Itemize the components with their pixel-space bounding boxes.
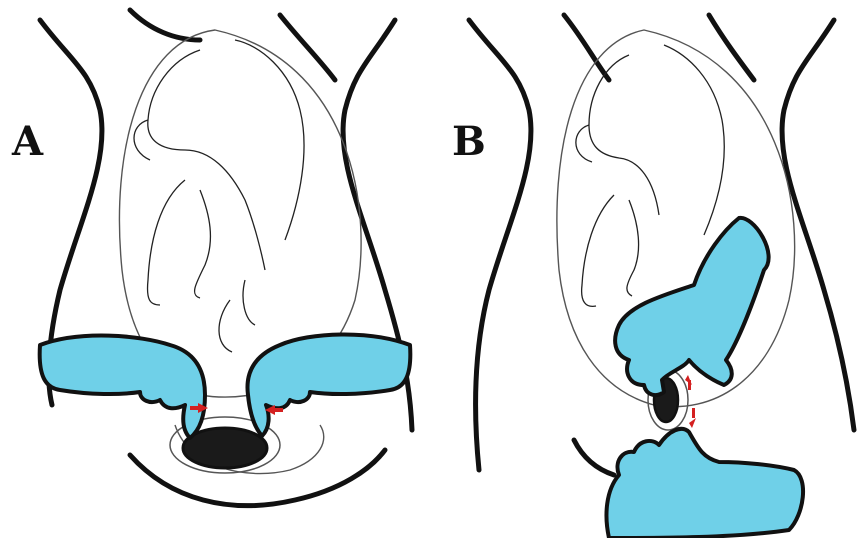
panel-label-a: A [12,122,43,162]
lower-glove [606,429,803,538]
right-glove [247,334,410,436]
panel-a: A [0,0,434,538]
panel-a-illustration [0,0,434,538]
panel-b: B [434,0,867,538]
panel-b-illustration [434,0,867,538]
uterus-outline [119,30,361,474]
left-glove [40,336,205,438]
red-arrow [689,408,696,428]
fetus-outline [134,40,304,352]
panel-label-b: B [452,122,486,162]
